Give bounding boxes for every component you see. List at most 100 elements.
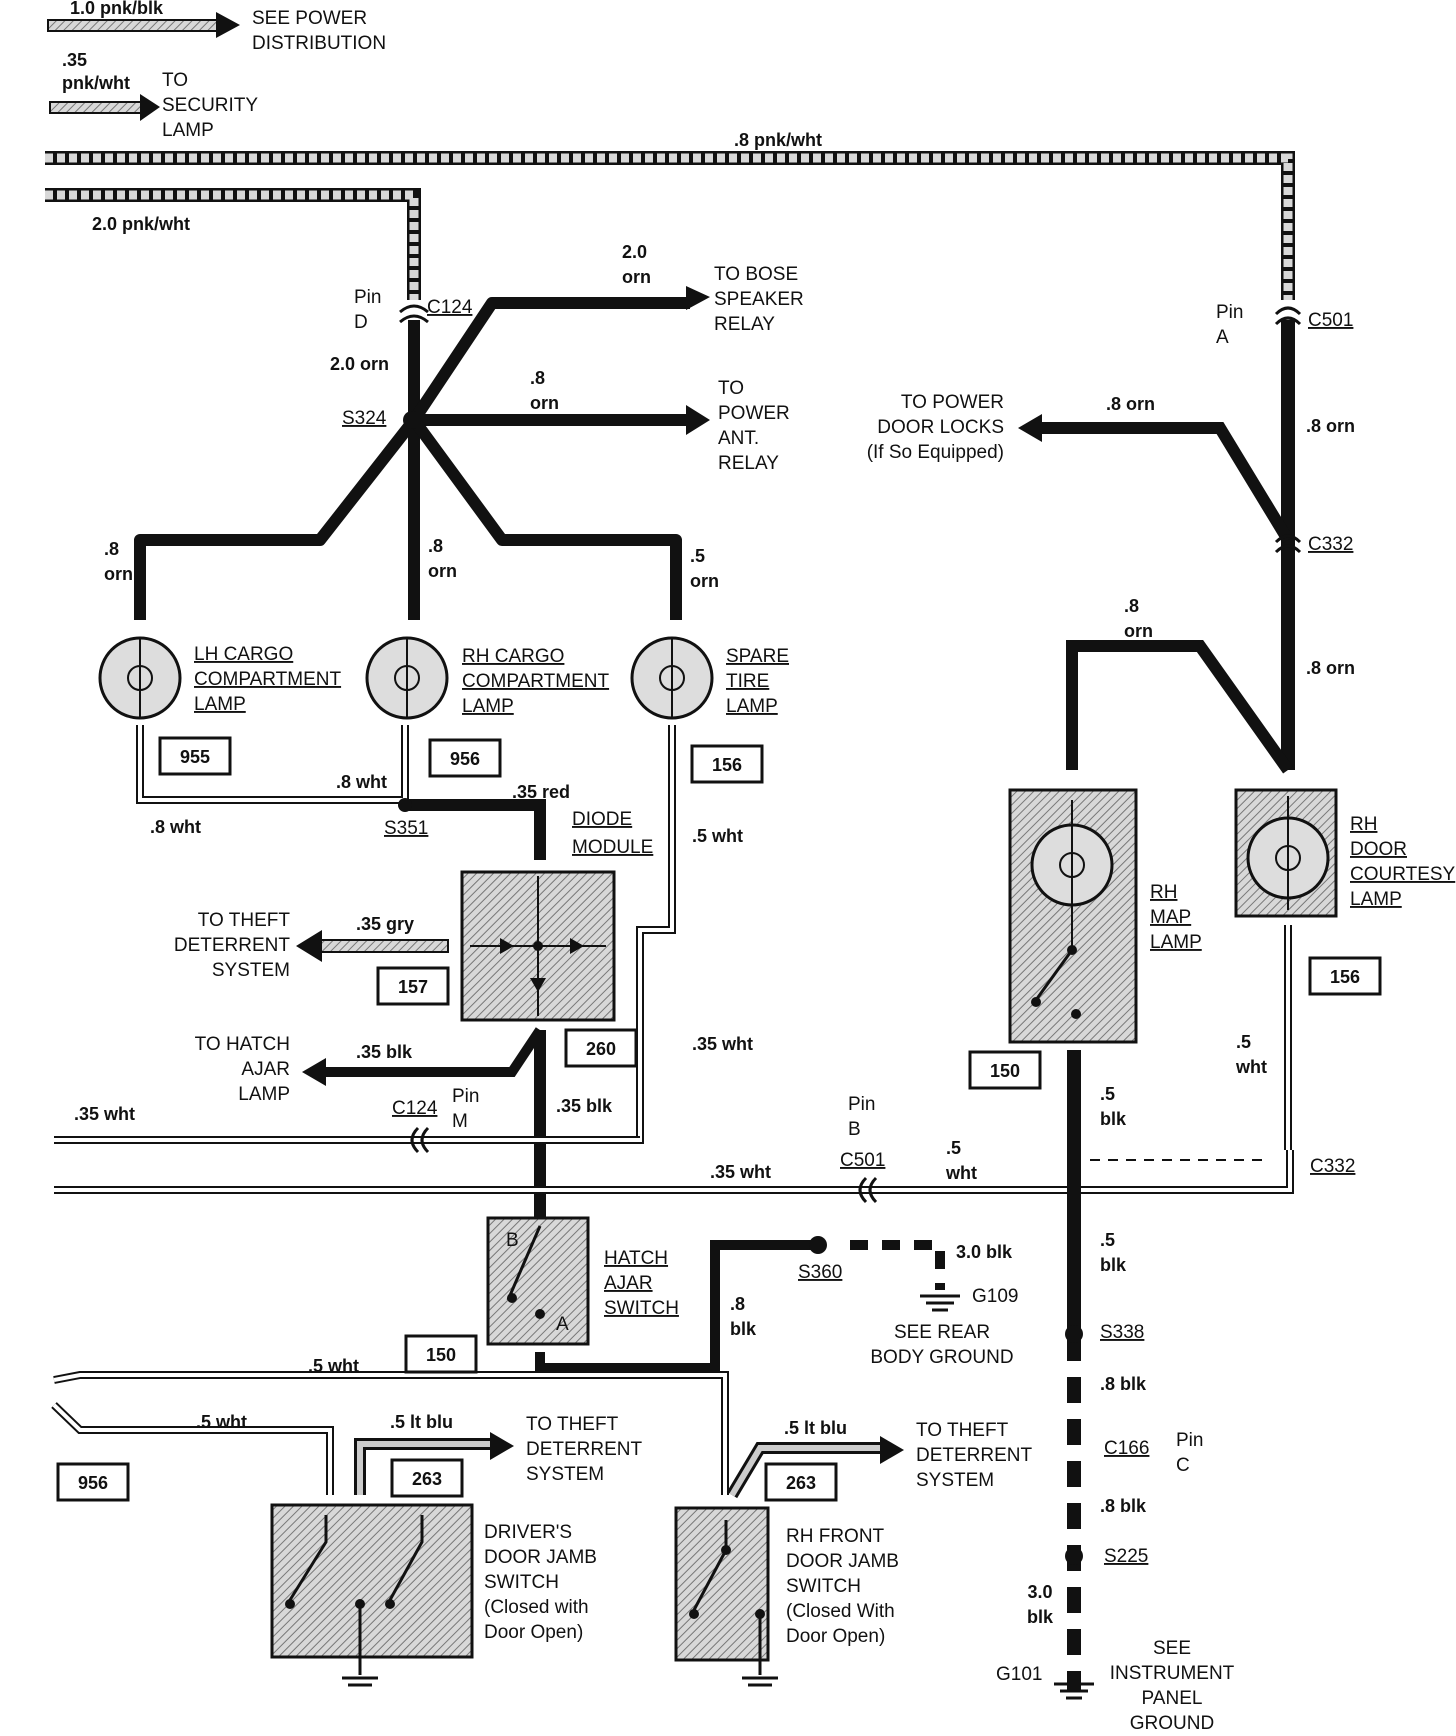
left-box_150a: 150 xyxy=(426,1345,456,1365)
rh-door-courtesy-lamp xyxy=(1234,788,1338,918)
right-box_156b: 156 xyxy=(1330,967,1360,987)
left-w_5ltblu_a: .5 lt blu xyxy=(390,1412,453,1432)
circuit-box-box_956a xyxy=(428,738,502,778)
top-w2b: pnk/wht xyxy=(62,73,130,93)
left-spare_lamp-line-0: SPARE xyxy=(726,646,789,667)
left-to_theft2-line-1: DETERRENT xyxy=(526,1439,643,1460)
left-w_5wht_h-line-1: wht xyxy=(945,1163,977,1183)
left-to_theft1-line-0: TO THEFT xyxy=(198,910,291,931)
left-w_lh-line-0: .8 xyxy=(104,539,119,559)
right-s338: S338 xyxy=(1100,1322,1144,1343)
left-to_hatch-line-0: TO HATCH xyxy=(195,1034,290,1055)
left-w_8orn_ant-line-0: .8 xyxy=(530,368,545,388)
left-box_263b: 263 xyxy=(786,1473,816,1493)
left-to_ant-line-0: TO xyxy=(718,378,744,399)
left-spare_lamp-line-2: LAMP xyxy=(726,696,778,717)
left-c501b: C501 xyxy=(840,1150,885,1171)
right-see_ip-line-0: SEE xyxy=(1153,1638,1191,1659)
left-pin_d-line-0: Pin xyxy=(354,287,381,308)
left-w_35blk_v: .35 blk xyxy=(556,1096,613,1116)
left-w_8blk-line-0: .8 xyxy=(730,1294,745,1314)
left-box_956b: 956 xyxy=(78,1473,108,1493)
connector-c501 xyxy=(1274,306,1302,326)
right-w_8blk_b: .8 blk xyxy=(1100,1496,1147,1516)
left-c124b: C124 xyxy=(392,1098,438,1119)
left-to_bose-line-1: SPEAKER xyxy=(714,289,804,310)
left-to_hatch-line-1: AJAR xyxy=(241,1059,290,1080)
right-see_ip-line-2: PANEL xyxy=(1142,1688,1203,1709)
left-rh_front_sw-line-3: (Closed With xyxy=(786,1601,895,1622)
right-w_3blk-line-0: 3.0 xyxy=(1027,1582,1052,1602)
spare-tire-lamp xyxy=(630,636,714,720)
circuit-box-box_260 xyxy=(564,1028,638,1068)
left-box_260: 260 xyxy=(586,1039,616,1059)
right-box_150b: 150 xyxy=(990,1061,1020,1081)
top-w1: 1.0 pnk/blk xyxy=(70,0,164,18)
right-w_3blk-line-1: blk xyxy=(1027,1607,1054,1627)
right-pin_a-line-1: A xyxy=(1216,327,1229,348)
right-g101: G101 xyxy=(996,1664,1042,1685)
circuit-box-box_156a xyxy=(690,744,764,784)
security-wire xyxy=(49,94,160,121)
left-w_35blk: .35 blk xyxy=(356,1042,413,1062)
left-to_ant-line-1: POWER xyxy=(718,403,790,424)
left-rh_lamp-line-2: LAMP xyxy=(462,696,514,717)
left-w_5wht_b: .5 wht xyxy=(308,1356,359,1376)
left-s351: S351 xyxy=(384,818,428,839)
right-rh_map-line-2: LAMP xyxy=(1150,932,1202,953)
circuit-box-box_156b xyxy=(1308,956,1382,996)
map-orn-wire xyxy=(1066,640,1293,774)
left-drivers_sw-line-4: Door Open) xyxy=(484,1622,583,1643)
left-w_5wht_c: .5 wht xyxy=(196,1412,247,1432)
ltblu-wire-2 xyxy=(726,1436,904,1499)
right-c332: C332 xyxy=(1308,534,1353,555)
left-s324: S324 xyxy=(342,408,387,429)
right-to_pdl-line-1: DOOR LOCKS xyxy=(877,417,1004,438)
circuit-box-box_150b xyxy=(968,1050,1042,1090)
circuit-box-box_956b xyxy=(56,1462,130,1502)
right-rh_door-line-0: RH xyxy=(1350,814,1377,835)
left-to_theft1-line-2: SYSTEM xyxy=(212,960,290,981)
rh-map-lamp xyxy=(1008,788,1138,1044)
right-rh_door-line-3: LAMP xyxy=(1350,889,1402,910)
right-rh_map-line-1: MAP xyxy=(1150,907,1191,928)
left-w_lh-line-1: orn xyxy=(104,564,133,584)
bose-arrow xyxy=(686,286,710,310)
right-rh_door-line-2: COURTESY xyxy=(1350,864,1456,885)
right-rh_map-line-0: RH xyxy=(1150,882,1177,903)
left-to_theft1-line-1: DETERRENT xyxy=(174,935,291,956)
lh-cargo-lamp xyxy=(98,636,182,720)
right-c166: C166 xyxy=(1104,1438,1149,1459)
connector-c124 xyxy=(399,304,429,324)
splice-s351 xyxy=(398,798,412,812)
left-to_theft2-line-2: SYSTEM xyxy=(526,1464,604,1485)
left-pin_m-line-0: Pin xyxy=(452,1086,479,1107)
left-hatch_sw-line-2: SWITCH xyxy=(604,1298,679,1319)
top-to_security-line-0: TO xyxy=(162,70,188,91)
splice-s338 xyxy=(1065,1325,1083,1343)
left-w_5wht: .5 wht xyxy=(692,826,743,846)
left-lh_lamp-line-2: LAMP xyxy=(194,694,246,715)
right-c332b: C332 xyxy=(1310,1156,1355,1177)
top-to_security-line-1: SECURITY xyxy=(162,95,258,116)
left-w_spare-line-0: .5 xyxy=(690,546,705,566)
left-pin_m-line-1: M xyxy=(452,1111,468,1132)
left-rh_front_sw-line-4: Door Open) xyxy=(786,1626,885,1647)
left-g109: G109 xyxy=(972,1286,1018,1307)
left-drivers_sw-line-1: DOOR JAMB xyxy=(484,1547,597,1568)
left-w_8wht_b: .8 wht xyxy=(150,817,201,837)
left-to_theft3-line-1: DETERRENT xyxy=(916,1445,1033,1466)
right-w_8blk_a: .8 blk xyxy=(1100,1374,1147,1394)
left-w_2orn_up-line-0: 2.0 xyxy=(622,242,647,262)
right-w_5wht_v-line-0: .5 xyxy=(1236,1032,1251,1052)
right-pin_c-line-0: Pin xyxy=(1176,1430,1203,1451)
right-w_5wht_v-line-1: wht xyxy=(1235,1057,1267,1077)
left-lh_lamp-line-1: COMPARTMENT xyxy=(194,669,341,690)
left-w_35wht_l: .35 wht xyxy=(74,1104,135,1124)
right-to_pdl-line-0: TO POWER xyxy=(901,392,1004,413)
left-to_hatch-line-2: LAMP xyxy=(238,1084,290,1105)
left-w_2orn_up-line-1: orn xyxy=(622,267,651,287)
splice-s324 xyxy=(403,411,421,429)
circuit-box-box_150a xyxy=(404,1334,478,1374)
